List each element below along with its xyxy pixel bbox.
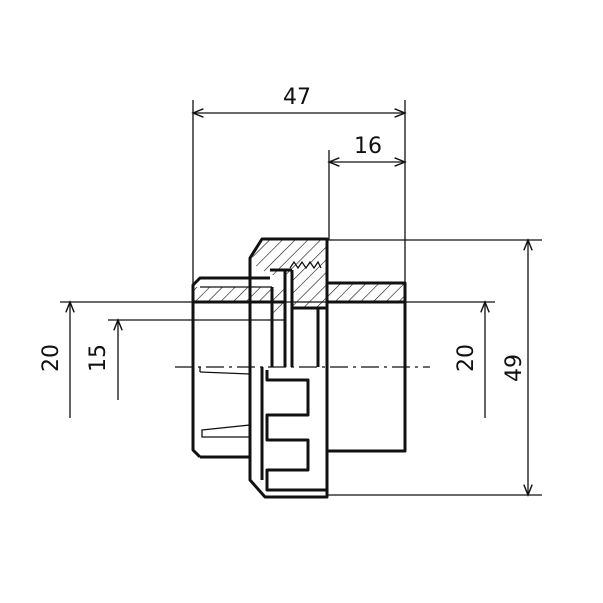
right-body [327, 281, 407, 453]
union-nut [248, 237, 329, 499]
dimension-lines [70, 113, 528, 495]
dim-outer-diameter: 49 [502, 354, 527, 382]
dim-overall-length: 47 [283, 85, 311, 110]
dim-left-inner: 15 [86, 344, 111, 372]
left-body [191, 276, 285, 459]
dim-right-outer: 20 [454, 344, 479, 372]
dim-left-outer: 20 [39, 344, 64, 372]
dim-right-length: 16 [354, 134, 382, 159]
